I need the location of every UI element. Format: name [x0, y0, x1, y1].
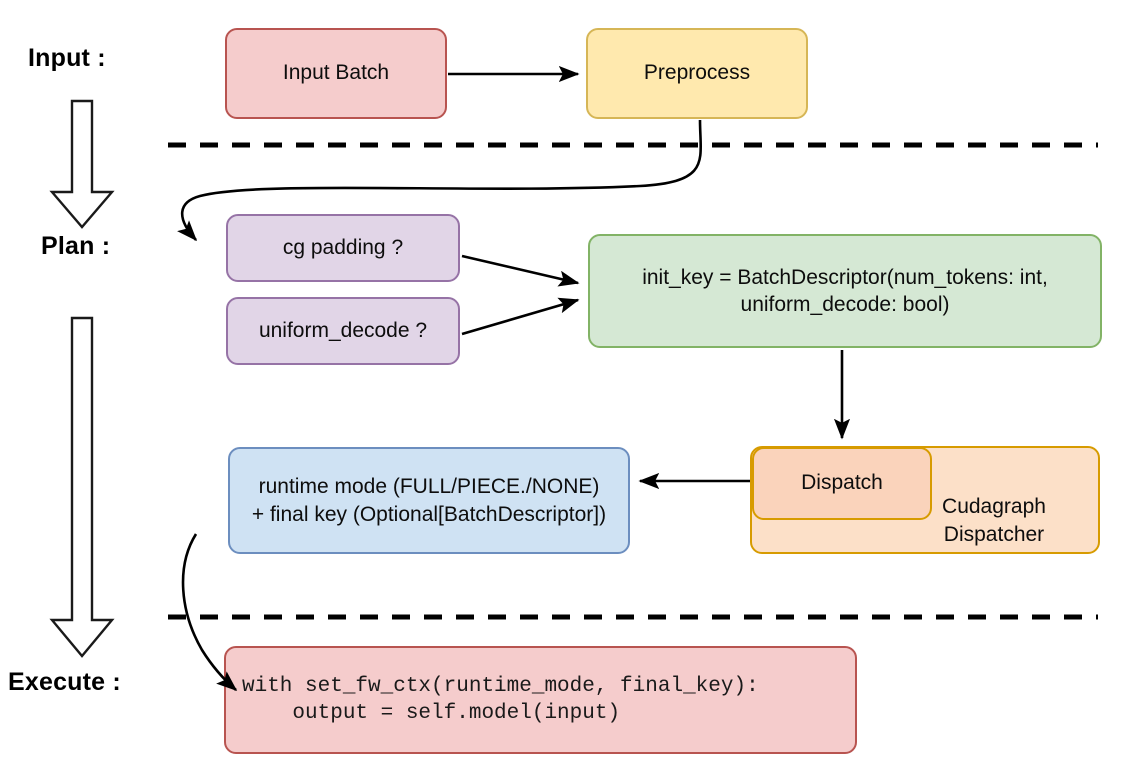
runtime-mode-line-2: + final key (Optional[BatchDescriptor]): [251, 502, 607, 526]
node-runtime-mode[interactable]: runtime mode (FULL/PIECE./NONE) + final …: [228, 447, 630, 554]
cudagraph-dispatcher-line-1: Cudagraph: [942, 495, 1046, 519]
cudagraph-dispatcher-line-2: Dispatcher: [943, 522, 1045, 546]
init-key-line-1: init_key = BatchDescriptor(num_tokens: i…: [642, 265, 1048, 289]
arrow-cg-padding-to-init-key: [461, 254, 580, 287]
node-init-key[interactable]: init_key = BatchDescriptor(num_tokens: i…: [588, 234, 1102, 348]
node-dispatch[interactable]: Dispatch: [752, 447, 932, 520]
code-line-2: output = self.model(input): [242, 702, 621, 725]
node-execute-code[interactable]: with set_fw_ctx(runtime_mode, final_key)…: [224, 646, 857, 754]
node-cg-padding[interactable]: cg padding ?: [226, 214, 460, 282]
stage-label-plan: Plan :: [41, 232, 111, 260]
node-uniform-decode[interactable]: uniform_decode ?: [226, 297, 460, 365]
code-line-1: with set_fw_ctx(runtime_mode, final_key)…: [242, 674, 759, 698]
init-key-line-2: uniform_decode: bool): [740, 293, 950, 316]
stage-label-execute: Execute :: [8, 668, 121, 696]
node-input-batch[interactable]: Input Batch: [225, 28, 447, 119]
runtime-mode-line-1: runtime mode (FULL/PIECE./NONE): [258, 475, 600, 499]
node-preprocess[interactable]: Preprocess: [586, 28, 808, 119]
stage-label-input: Input :: [28, 44, 106, 72]
arrow-uniform-decode-to-init-key: [461, 297, 580, 336]
stage-flow-arrow-plan-to-execute: [49, 316, 115, 658]
stage-flow-arrow-input-to-plan: [49, 99, 115, 229]
